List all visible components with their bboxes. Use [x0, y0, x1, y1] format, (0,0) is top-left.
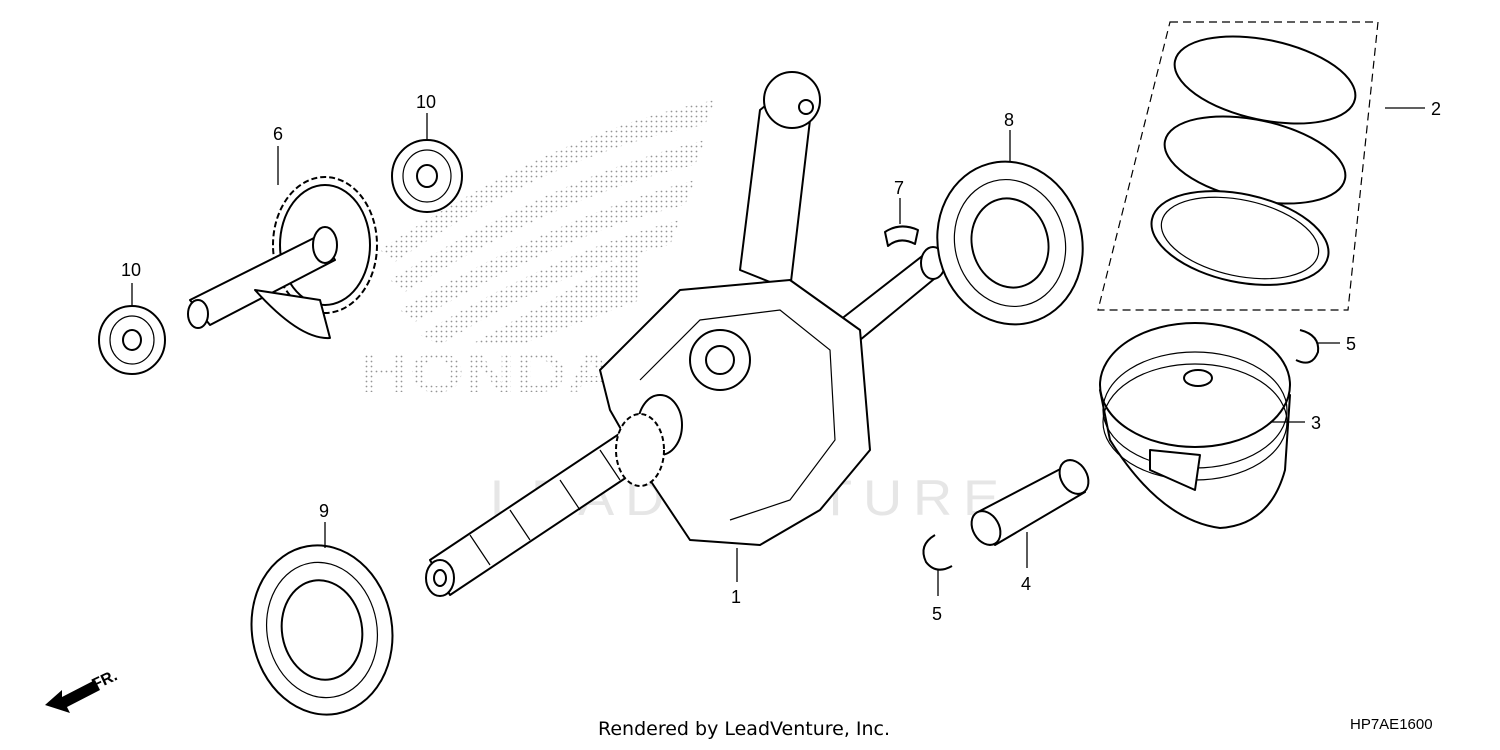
callout-6: 6	[273, 124, 283, 144]
piston-pin-clip-5-bottom	[922, 534, 953, 571]
crankshaft-1	[425, 71, 946, 597]
callout-4: 4	[1021, 574, 1031, 594]
woodruff-key-7	[884, 225, 919, 247]
ball-bearing-8	[936, 160, 1084, 326]
callout-8: 8	[1004, 110, 1014, 130]
ball-bearing-10-top	[391, 139, 463, 213]
callout-5-bottom: 5	[932, 604, 942, 624]
honda-wing-watermark: HONDA	[358, 100, 715, 404]
callout-7: 7	[894, 178, 904, 198]
leader-lines	[131, 107, 1425, 596]
direction-label: FR.	[90, 667, 121, 693]
piston-pin-4	[970, 459, 1090, 546]
ball-bearing-10-left	[98, 305, 166, 375]
callout-10-top: 10	[416, 92, 436, 112]
front-direction-arrow: FR.	[45, 667, 120, 713]
honda-logo-text: HONDA	[358, 341, 618, 404]
callout-3: 3	[1311, 413, 1321, 433]
balancer-gear-6	[187, 176, 378, 340]
piston-pin-clip-5-right	[1295, 329, 1320, 364]
ball-bearing-9	[250, 544, 394, 716]
callout-10-left: 10	[121, 260, 141, 280]
callout-9: 9	[319, 501, 329, 521]
diagram-code: HP7AE1600	[1350, 716, 1433, 733]
callout-1: 1	[731, 587, 741, 607]
piston-3	[1099, 322, 1291, 529]
rendered-by-credit: Rendered by LeadVenture, Inc.	[598, 718, 891, 740]
callout-5-right: 5	[1346, 334, 1356, 354]
piston-ring-set-2	[1097, 21, 1379, 311]
callout-2: 2	[1431, 99, 1441, 119]
